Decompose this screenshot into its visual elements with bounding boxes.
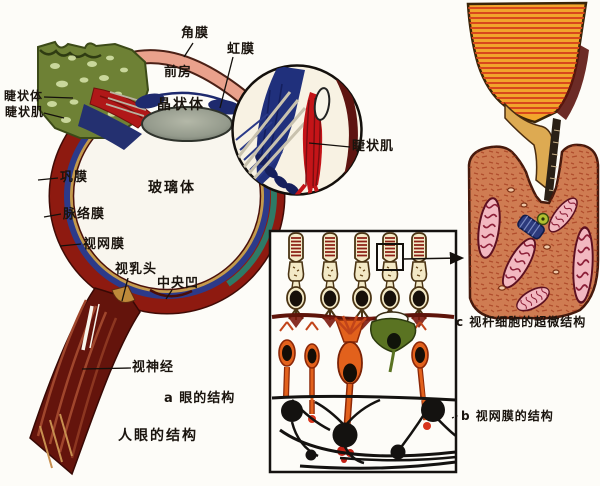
retina-structure-box (268, 229, 458, 474)
caption-c: c 视杆细胞的超微结构 (456, 315, 587, 329)
label-vitreous-body: 玻璃体 (148, 180, 196, 196)
optic-nerve-shape (29, 287, 141, 476)
rod-inner-segment (467, 143, 600, 320)
photoreceptor-cell (352, 232, 372, 321)
caption-a: a 眼的结构 (164, 391, 236, 406)
iris-shape (135, 91, 242, 115)
label-optic-disc: 视乳头 (115, 262, 158, 277)
connecting-cilium (544, 118, 561, 202)
ciliary-process-shape (78, 104, 142, 150)
label-retina: 视网膜 (83, 237, 126, 252)
photoreceptor-cell (380, 232, 400, 321)
ganglion-cells (271, 394, 457, 470)
rod-outer-segment (466, 1, 589, 124)
label-lens: 晶状体 (157, 97, 205, 113)
label-ciliary-body: 睫状体 (4, 89, 44, 103)
label-inset-ciliary-muscle: 睫状肌 (352, 139, 395, 154)
label-iris: 虹膜 (227, 42, 256, 57)
photoreceptor-cell (286, 232, 306, 321)
zoom-region-rect (376, 243, 404, 271)
label-anterior-chamber: 前房 (164, 65, 193, 80)
label-sclera: 巩膜 (60, 170, 89, 185)
label-cornea: 角膜 (181, 26, 210, 41)
fovea-notch (149, 288, 193, 298)
eye-cross-section (29, 6, 286, 476)
amacrine-cell (369, 317, 417, 373)
label-choroid: 脉络膜 (63, 207, 106, 222)
photoreceptor-cell (320, 232, 340, 321)
rod-cell-diagram (466, 1, 600, 320)
caption-b: b 视网膜的结构 (461, 409, 554, 423)
basal-body (517, 214, 545, 240)
label-ciliary-muscle: 睫状肌 (5, 105, 45, 119)
figure-title: 人眼的结构 (118, 428, 198, 444)
label-fovea: 中央凹 (157, 276, 200, 291)
zoom-arrow (402, 251, 465, 265)
label-optic-nerve: 视神经 (132, 360, 175, 375)
ciliary-inset-circle (231, 64, 363, 196)
photoreceptor-cell (409, 232, 429, 321)
leader-lines (37, 42, 460, 419)
